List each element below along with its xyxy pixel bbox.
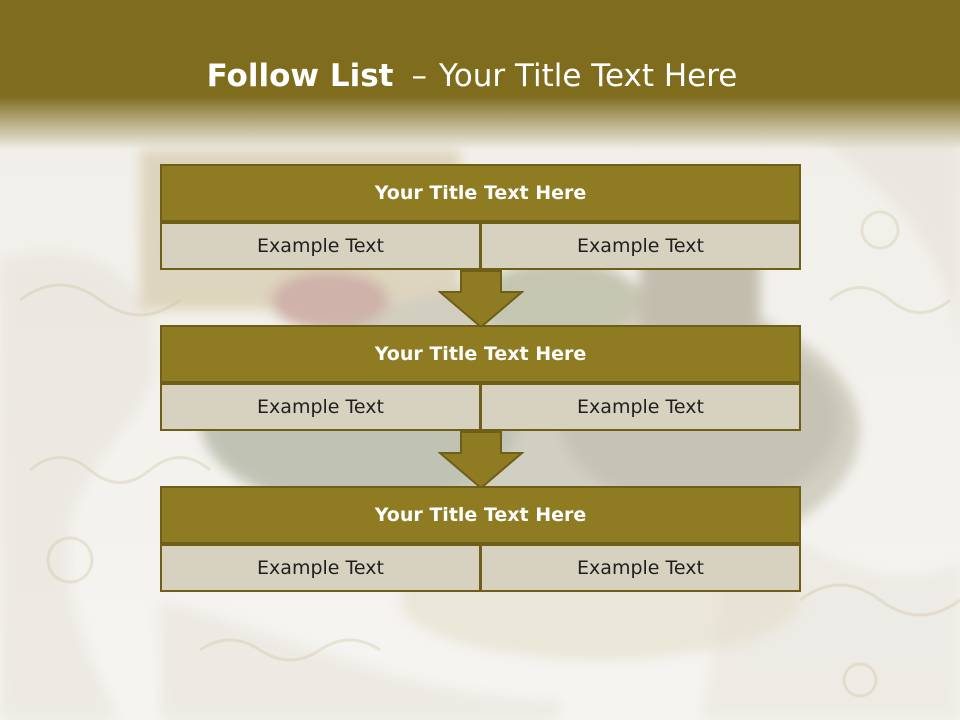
block-cell-left: Example Text [160,544,481,592]
down-arrow-icon [438,431,524,489]
slide-title-bold: Follow List [206,58,394,94]
slide-title: Follow List–Your Title Text Here [0,52,944,100]
block-cell-right: Example Text [480,383,801,431]
block-cell-left: Example Text [160,222,481,270]
list-block-2: Your Title Text Here Example Text Exampl… [160,325,801,433]
slide-title-rest: Your Title Text Here [438,58,738,94]
block-title: Your Title Text Here [160,486,801,544]
block-cell-left: Example Text [160,383,481,431]
block-cell-right: Example Text [480,222,801,270]
block-title: Your Title Text Here [160,164,801,222]
block-title: Your Title Text Here [160,325,801,383]
down-arrow-icon [438,270,524,328]
slide-title-dash: – [411,58,427,94]
list-block-1: Your Title Text Here Example Text Exampl… [160,164,801,272]
block-cell-right: Example Text [480,544,801,592]
header-band [0,0,960,150]
list-block-3: Your Title Text Here Example Text Exampl… [160,486,801,594]
